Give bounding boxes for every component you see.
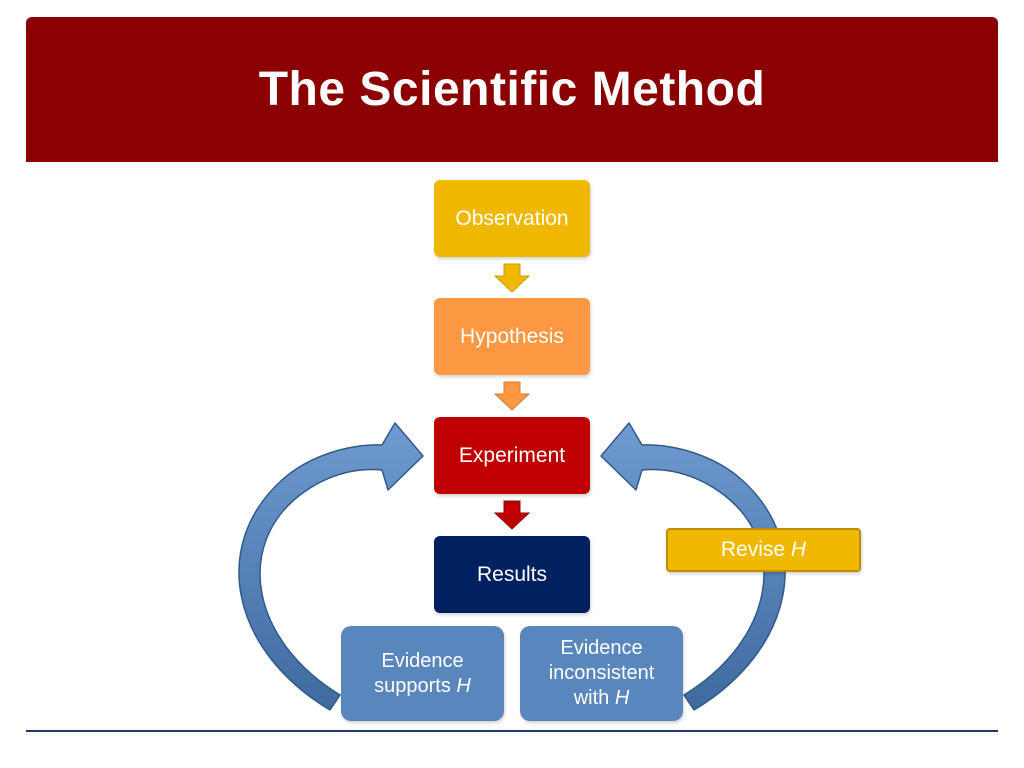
revise-hypothesis-label: Revise H xyxy=(666,528,861,572)
arrow-down-icon xyxy=(493,381,531,411)
step-hypothesis: Hypothesis xyxy=(434,298,590,375)
outcome-evidence-supports: Evidence supports H xyxy=(341,626,504,721)
step-observation-label: Observation xyxy=(455,206,569,230)
outcome-supports-line2: supports H xyxy=(374,674,471,699)
outcome-supports-text: supports xyxy=(374,674,457,697)
step-hypothesis-label: Hypothesis xyxy=(460,324,564,348)
left-loop-arrow xyxy=(238,422,424,711)
step-experiment-label: Experiment xyxy=(458,443,566,467)
title-banner: The Scientific Method xyxy=(26,17,998,162)
bottom-divider xyxy=(26,730,998,732)
outcome-supports-line1: Evidence xyxy=(381,649,464,672)
hypothesis-variable: H xyxy=(456,674,471,697)
arrow-down-icon xyxy=(493,263,531,293)
step-results-label: Results xyxy=(476,562,548,586)
outcome-inconsistent-line2: inconsistent xyxy=(548,662,655,684)
outcome-inconsistent-line1: Evidence xyxy=(560,637,643,659)
revise-text: Revise xyxy=(720,538,791,561)
page-title: The Scientific Method xyxy=(258,63,766,116)
arrow-down-icon xyxy=(493,500,531,530)
outcome-inconsistent-text: with xyxy=(573,687,615,709)
step-experiment: Experiment xyxy=(434,417,590,494)
outcome-evidence-inconsistent: Evidence inconsistent with H xyxy=(520,626,683,721)
step-results: Results xyxy=(434,536,590,613)
hypothesis-variable: H xyxy=(614,687,630,709)
outcome-inconsistent-line3: with H xyxy=(549,686,655,711)
step-observation: Observation xyxy=(434,180,590,257)
hypothesis-variable: H xyxy=(790,538,807,561)
